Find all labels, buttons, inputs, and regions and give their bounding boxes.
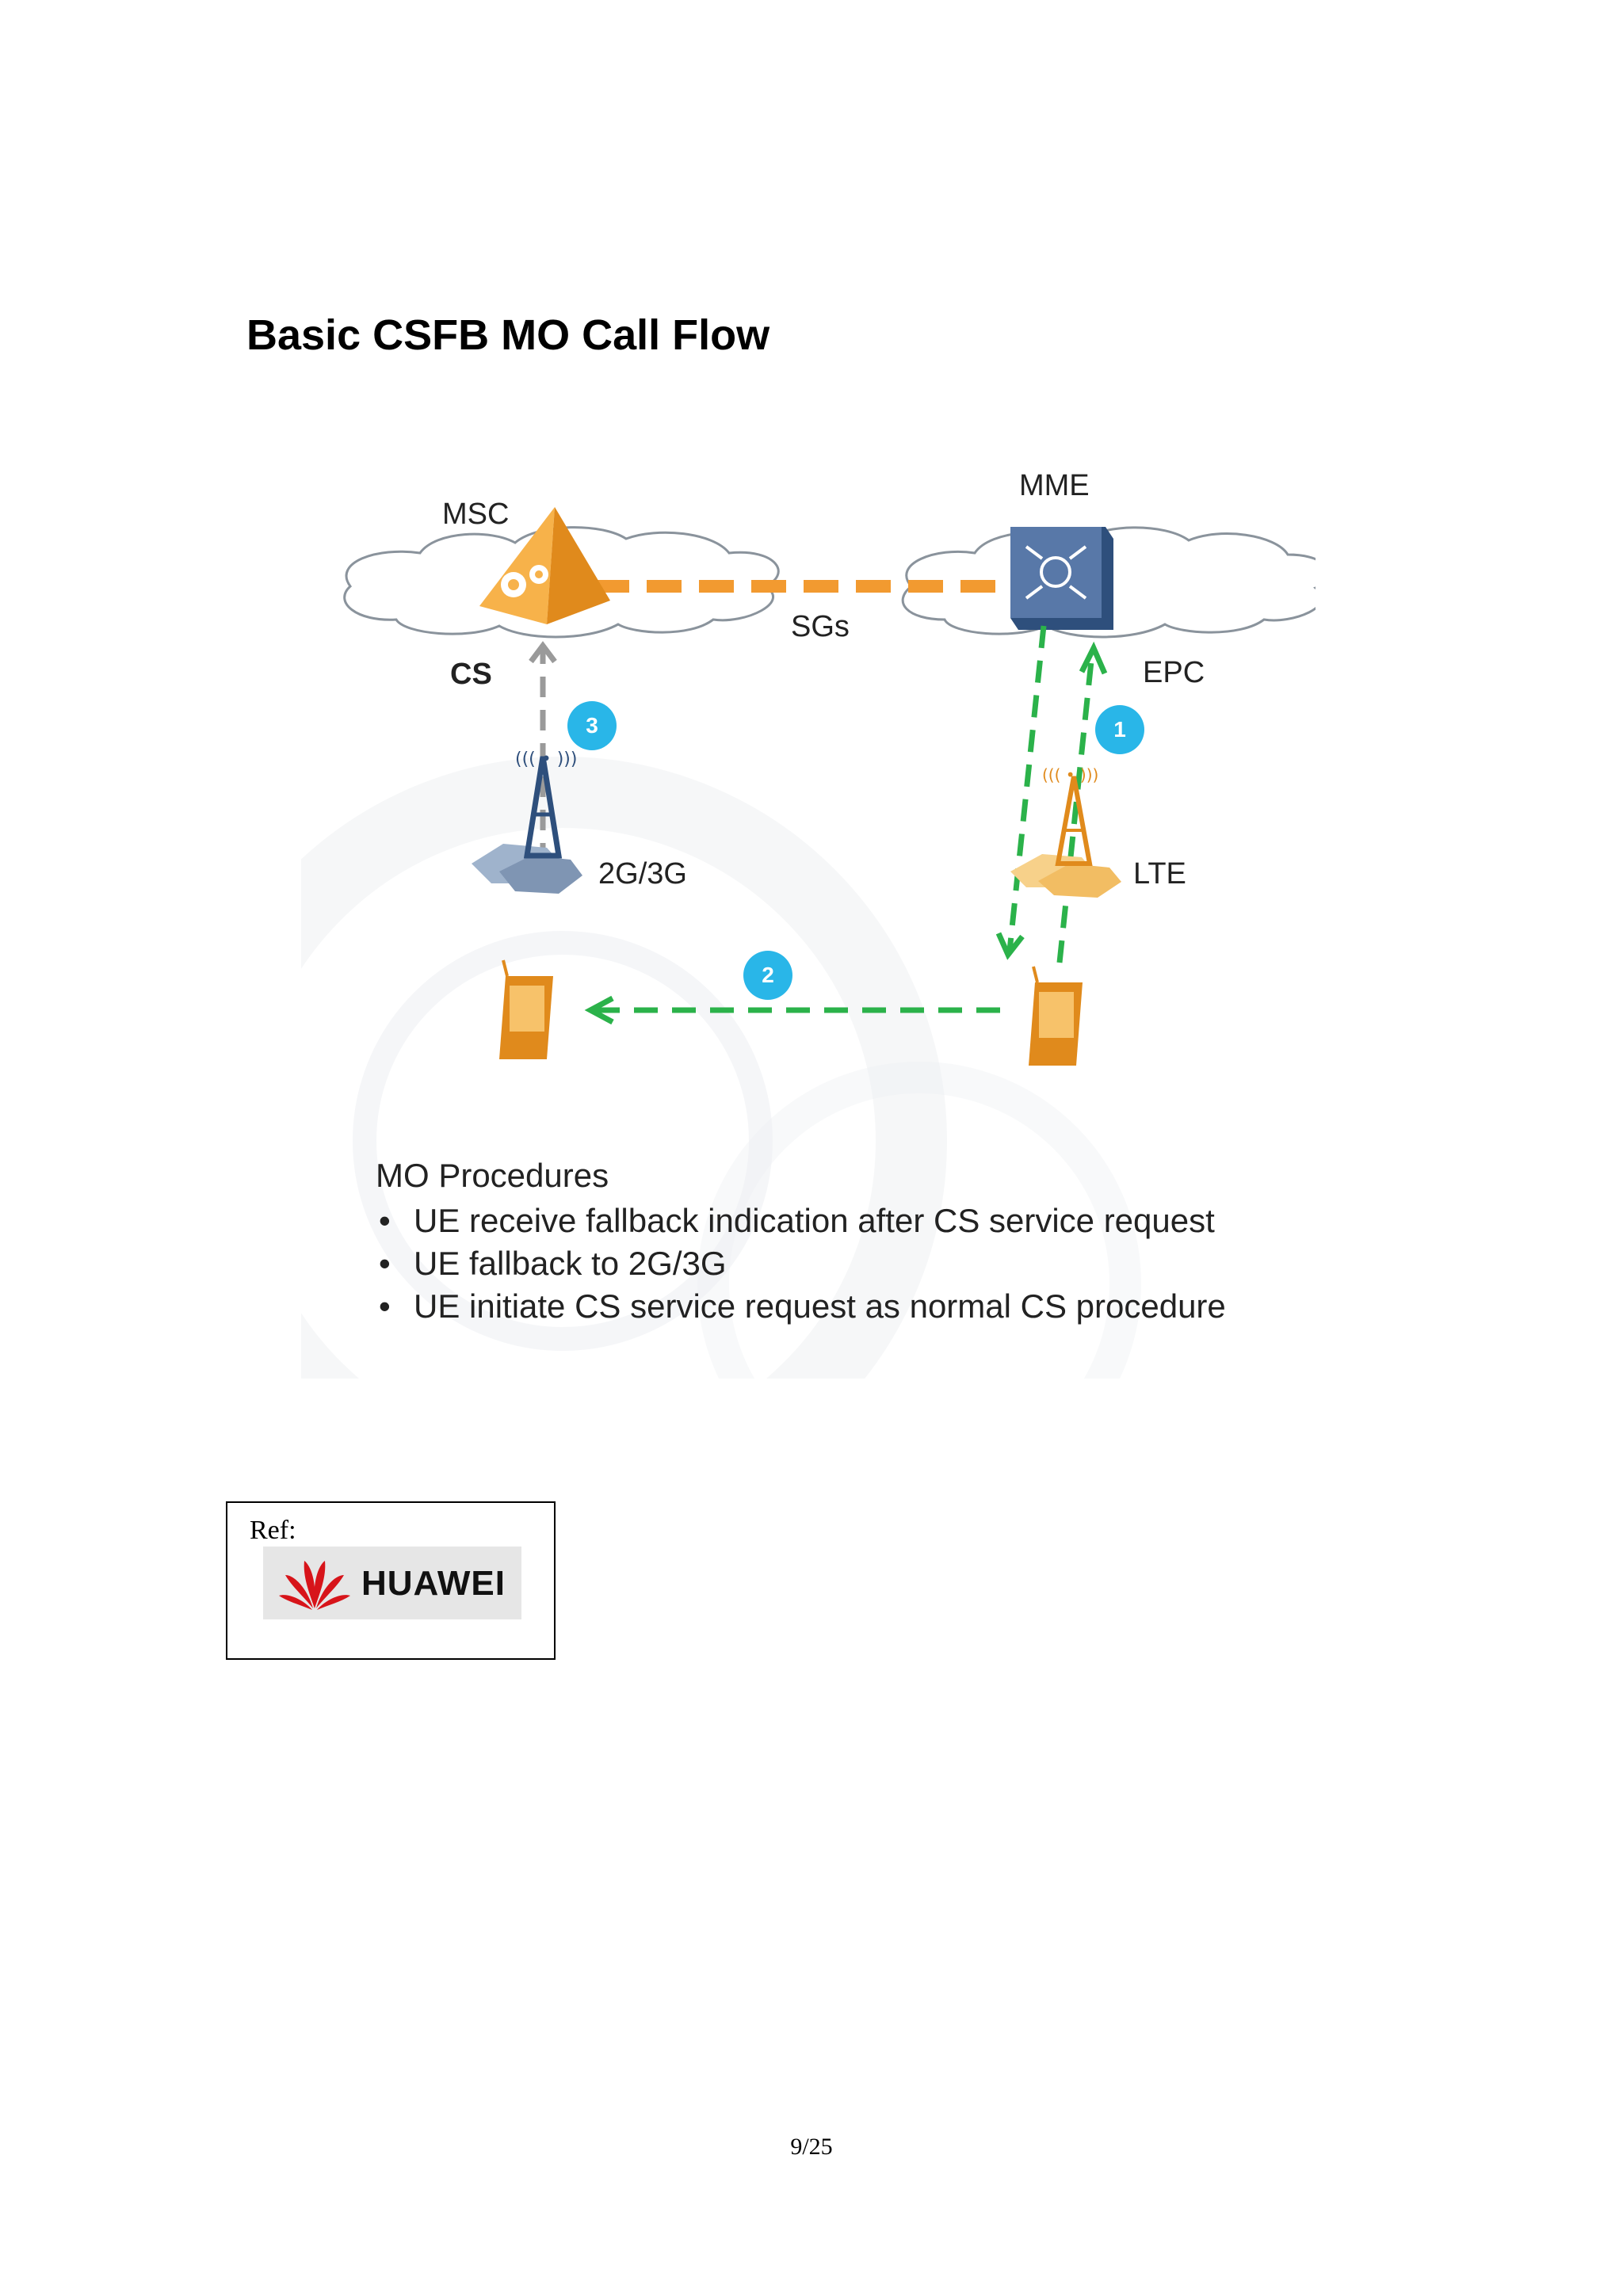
fallback-indication-arrows (584, 625, 1108, 1025)
lte-label: LTE (1133, 857, 1186, 891)
ref-label: Ref: (250, 1516, 296, 1545)
page-number: 9/25 (790, 2134, 833, 2160)
msc-label: MSC (442, 498, 510, 531)
list-item: UE receive fallback indication after CS … (376, 1199, 1226, 1242)
svg-text:((( • ))): ((( • ))) (515, 749, 577, 769)
huawei-logo: HUAWEI (263, 1547, 521, 1619)
ue-phone-left-icon (499, 959, 553, 1059)
2g3g-label: 2G/3G (598, 857, 687, 891)
msc-icon (479, 507, 610, 624)
reference-box: Ref: HUAWEI (226, 1501, 556, 1660)
mo-procedures: MO Procedures UE receive fallback indica… (376, 1157, 1226, 1328)
cs-label: CS (450, 658, 492, 691)
step-badge-2: 2 (743, 951, 792, 1000)
step-badge-3: 3 (567, 701, 617, 750)
mme-icon (1010, 527, 1113, 630)
mo-procedures-title: MO Procedures (376, 1157, 609, 1194)
mme-label: MME (1019, 469, 1090, 502)
huawei-logo-text: HUAWEI (361, 1564, 506, 1603)
csfb-diagram: ((( • ))) ((( • ))) MSC MME CS EPC SGs 2… (301, 444, 1316, 1379)
page-title: Basic CSFB MO Call Flow (246, 311, 770, 359)
sgs-label: SGs (791, 610, 850, 643)
svg-text:((( • ))): ((( • ))) (1042, 765, 1098, 784)
ue-phone-right-icon (1029, 966, 1083, 1066)
step-badge-1: 1 (1095, 705, 1144, 754)
mo-procedures-list: UE receive fallback indication after CS … (376, 1199, 1226, 1328)
list-item: UE initiate CS service request as normal… (376, 1285, 1226, 1328)
list-item: UE fallback to 2G/3G (376, 1242, 1226, 1285)
tower-lte-icon: ((( • ))) (1010, 765, 1121, 898)
huawei-flower-icon (279, 1561, 350, 1610)
tower-2g3g-icon: ((( • ))) (472, 749, 582, 894)
epc-label: EPC (1143, 656, 1205, 689)
